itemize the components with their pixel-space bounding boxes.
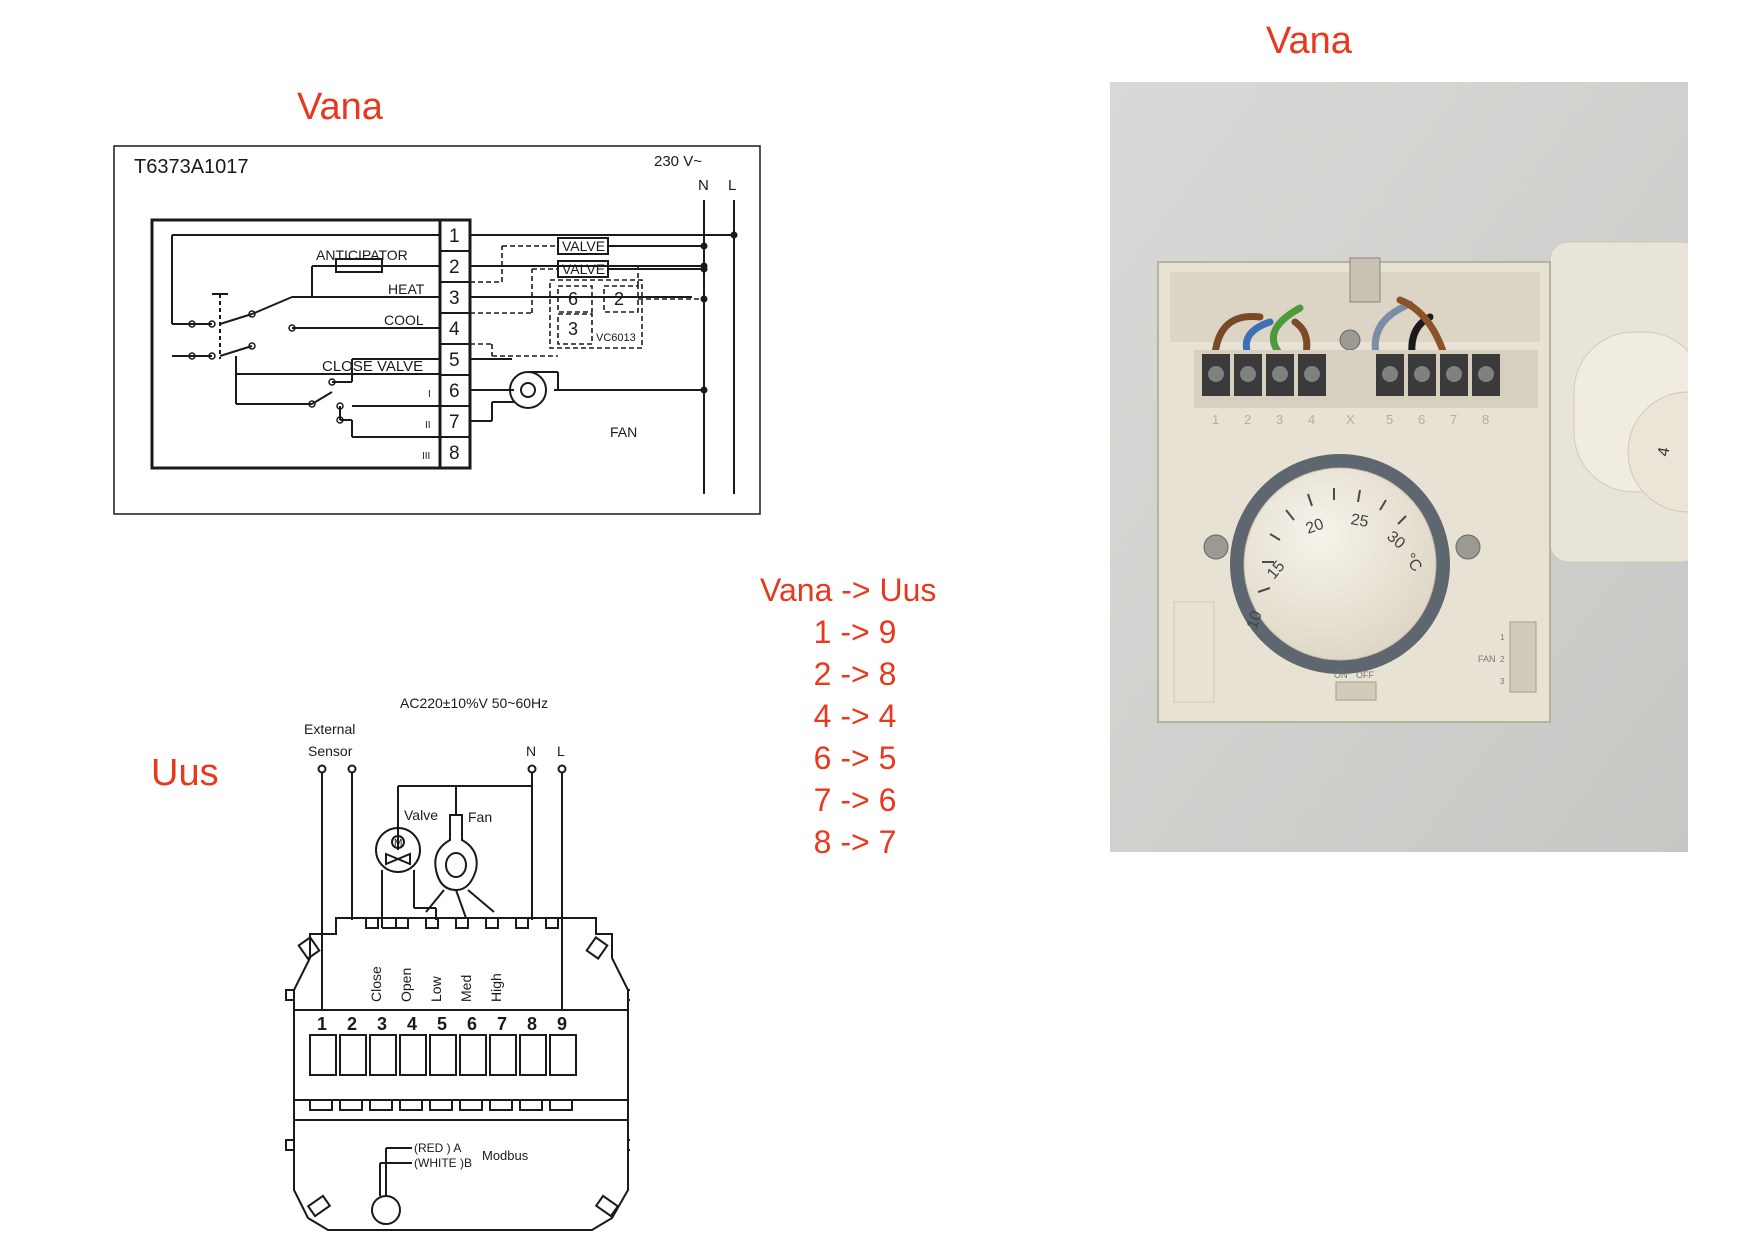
valve-label: VALVE <box>562 261 605 277</box>
close-valve-label: CLOSE VALVE <box>322 358 423 375</box>
old-supply-label: 230 V~ <box>654 153 702 170</box>
mapping-row: 8 -> 7 <box>813 824 897 860</box>
mapping-row: 7 -> 6 <box>813 782 897 818</box>
off-label: OFF <box>1356 670 1374 680</box>
slot-label: Open <box>398 968 414 1002</box>
fan-label: Fan <box>468 809 492 825</box>
cool-label: COOL <box>384 312 424 328</box>
new-wiring-diagram: AC220±10%V 50~60Hz External Sensor N L V… <box>285 695 630 1231</box>
red-a-label: (RED ) A <box>414 1141 461 1155</box>
external-label: External <box>304 721 355 737</box>
old-l-label: L <box>728 177 736 194</box>
photo-terminal-number: 1 <box>1212 412 1219 427</box>
fan-label: FAN <box>610 424 637 440</box>
new-terminal: 2 <box>347 1014 357 1034</box>
new-terminal: 9 <box>557 1014 567 1034</box>
photo-terminal-number: X <box>1346 412 1355 427</box>
modbus-label: Modbus <box>482 1148 529 1163</box>
mapping-row: 4 -> 4 <box>813 698 897 734</box>
old-terminal: 4 <box>449 319 460 340</box>
new-terminal: 4 <box>407 1014 417 1034</box>
dial-number: 10 <box>1244 609 1266 632</box>
heat-label: HEAT <box>388 281 425 297</box>
old-wiring-diagram: T6373A1017 230 V~ N L 1 2 3 4 5 6 7 8 AN… <box>113 145 761 515</box>
photo-terminal-number: 6 <box>1418 412 1425 427</box>
old-terminal: 5 <box>449 350 460 371</box>
mapping-row: 1 -> 9 <box>813 614 897 650</box>
neighbor-dial-number: 4 <box>1655 446 1673 458</box>
new-diagram-label: Uus <box>151 752 219 794</box>
vc-terminal: 6 <box>568 289 578 309</box>
speed-label: II <box>425 420 431 431</box>
speed-label: III <box>422 451 430 462</box>
photo-terminal-number: 5 <box>1386 412 1393 427</box>
new-terminal: 3 <box>377 1014 387 1034</box>
fan-speed: 1 <box>1500 633 1505 642</box>
new-l-label: L <box>557 743 565 759</box>
on-label: ON <box>1334 670 1348 680</box>
white-b-label: (WHITE )B <box>414 1156 472 1170</box>
mapping-title: Vana -> Uus <box>760 572 937 608</box>
new-terminal: 7 <box>497 1014 507 1034</box>
old-diagram-label: Vana <box>297 86 383 128</box>
vc-terminal: 3 <box>568 319 578 339</box>
photo-terminal-number: 2 <box>1244 412 1251 427</box>
thermostat-photo: 4 1 2 3 4 X 5 6 7 8 <box>1110 82 1688 852</box>
slot-label: Low <box>428 975 444 1002</box>
motor-label: M <box>394 838 402 849</box>
valve-label: Valve <box>404 807 438 823</box>
fan-speed: 2 <box>1500 655 1505 664</box>
anticipator-label: ANTICIPATOR <box>316 247 408 263</box>
valve-label: VALVE <box>562 238 605 254</box>
new-terminal: 6 <box>467 1014 477 1034</box>
dial-number: 20 <box>1304 516 1327 538</box>
old-terminal: 1 <box>449 226 460 247</box>
new-terminal: 1 <box>317 1014 327 1034</box>
mapping-row: 6 -> 5 <box>813 740 897 776</box>
old-terminal: 8 <box>449 443 460 464</box>
photo-terminal-number: 3 <box>1276 412 1283 427</box>
new-supply-label: AC220±10%V 50~60Hz <box>400 695 548 711</box>
old-terminal: 7 <box>449 412 460 433</box>
vc-model-label: VC6013 <box>596 332 636 344</box>
old-terminal: 6 <box>449 381 460 402</box>
old-photo-label: Vana <box>1266 20 1352 62</box>
sensor-label: Sensor <box>308 743 353 759</box>
mapping-row: 2 -> 8 <box>813 656 897 692</box>
old-model-label: T6373A1017 <box>134 156 249 178</box>
photo-terminal-number: 8 <box>1482 412 1489 427</box>
dial-number: 25 <box>1349 511 1370 531</box>
new-terminal: 8 <box>527 1014 537 1034</box>
fan-speed: 3 <box>1500 677 1505 686</box>
slot-label: Close <box>368 966 384 1002</box>
new-terminal: 5 <box>437 1014 447 1034</box>
photo-terminal-number: 7 <box>1450 412 1457 427</box>
fan-switch-label: FAN <box>1478 654 1496 664</box>
slot-label: High <box>488 973 504 1002</box>
new-n-label: N <box>526 743 536 759</box>
old-terminal: 3 <box>449 288 460 309</box>
vc-terminal: 2 <box>614 289 624 309</box>
old-terminal: 2 <box>449 257 460 278</box>
speed-label: I <box>428 389 431 400</box>
photo-terminal-number: 4 <box>1308 412 1315 427</box>
old-n-label: N <box>698 177 709 194</box>
slot-label: Med <box>458 975 474 1002</box>
